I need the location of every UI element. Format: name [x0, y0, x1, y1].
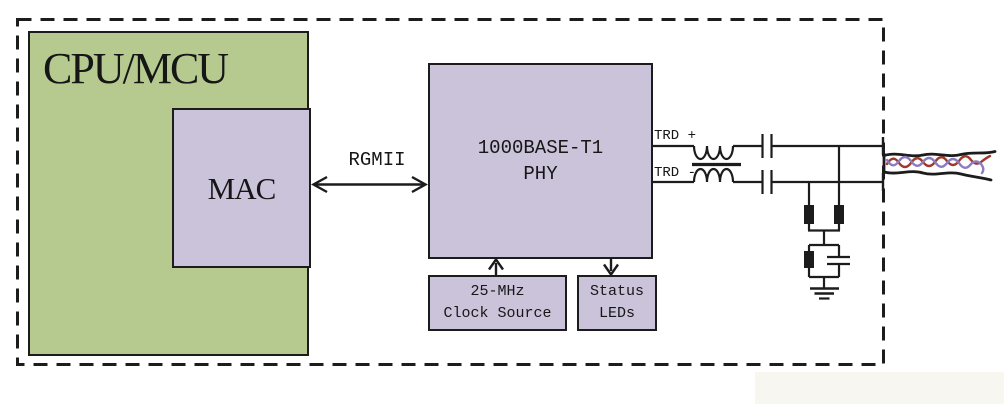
- watermark-strip: [755, 372, 1004, 404]
- cable-wire-red: [885, 154, 992, 169]
- trd-minus-wire: [651, 167, 885, 194]
- cpu-mcu-label: CPU/MCU: [43, 44, 229, 93]
- trd-minus-label: TRD -: [654, 165, 697, 181]
- choke-winding-top: [692, 145, 735, 161]
- cable-wire-purple: [885, 155, 985, 175]
- ground-icon: [810, 287, 839, 300]
- system-boundary-box: [16, 18, 885, 366]
- twisted-pair-cable: [882, 150, 997, 182]
- leds-label-line2: LEDs: [598, 305, 635, 322]
- rgmii-arrow: [311, 175, 428, 194]
- resistor-icon: [834, 205, 844, 224]
- block-phy: 1000BASE-T1 PHY: [428, 63, 653, 259]
- trd-plus-label: TRD +: [654, 128, 697, 144]
- clock-arrow: [488, 257, 504, 275]
- resistor-icon: [804, 251, 814, 268]
- termination-network: [804, 146, 850, 300]
- clock-label-line1: 25-MHz: [470, 283, 525, 300]
- choke-winding-bottom: [692, 167, 735, 183]
- block-clock-source: 25-MHz Clock Source: [428, 275, 567, 331]
- leds-label-line1: Status: [589, 283, 644, 300]
- block-status-leds: Status LEDs: [577, 275, 657, 331]
- clock-label-line2: Clock Source: [443, 305, 552, 322]
- block-mac: MAC: [172, 108, 311, 268]
- led-arrow: [603, 259, 619, 277]
- mac-label: MAC: [207, 170, 277, 206]
- phy-label-line2: PHY: [523, 163, 558, 185]
- phy-label-line1: 1000BASE-T1: [477, 137, 604, 159]
- trd-plus-wire: [651, 134, 885, 161]
- resistor-icon: [804, 205, 814, 224]
- rgmii-bus-label: RGMII: [348, 149, 406, 171]
